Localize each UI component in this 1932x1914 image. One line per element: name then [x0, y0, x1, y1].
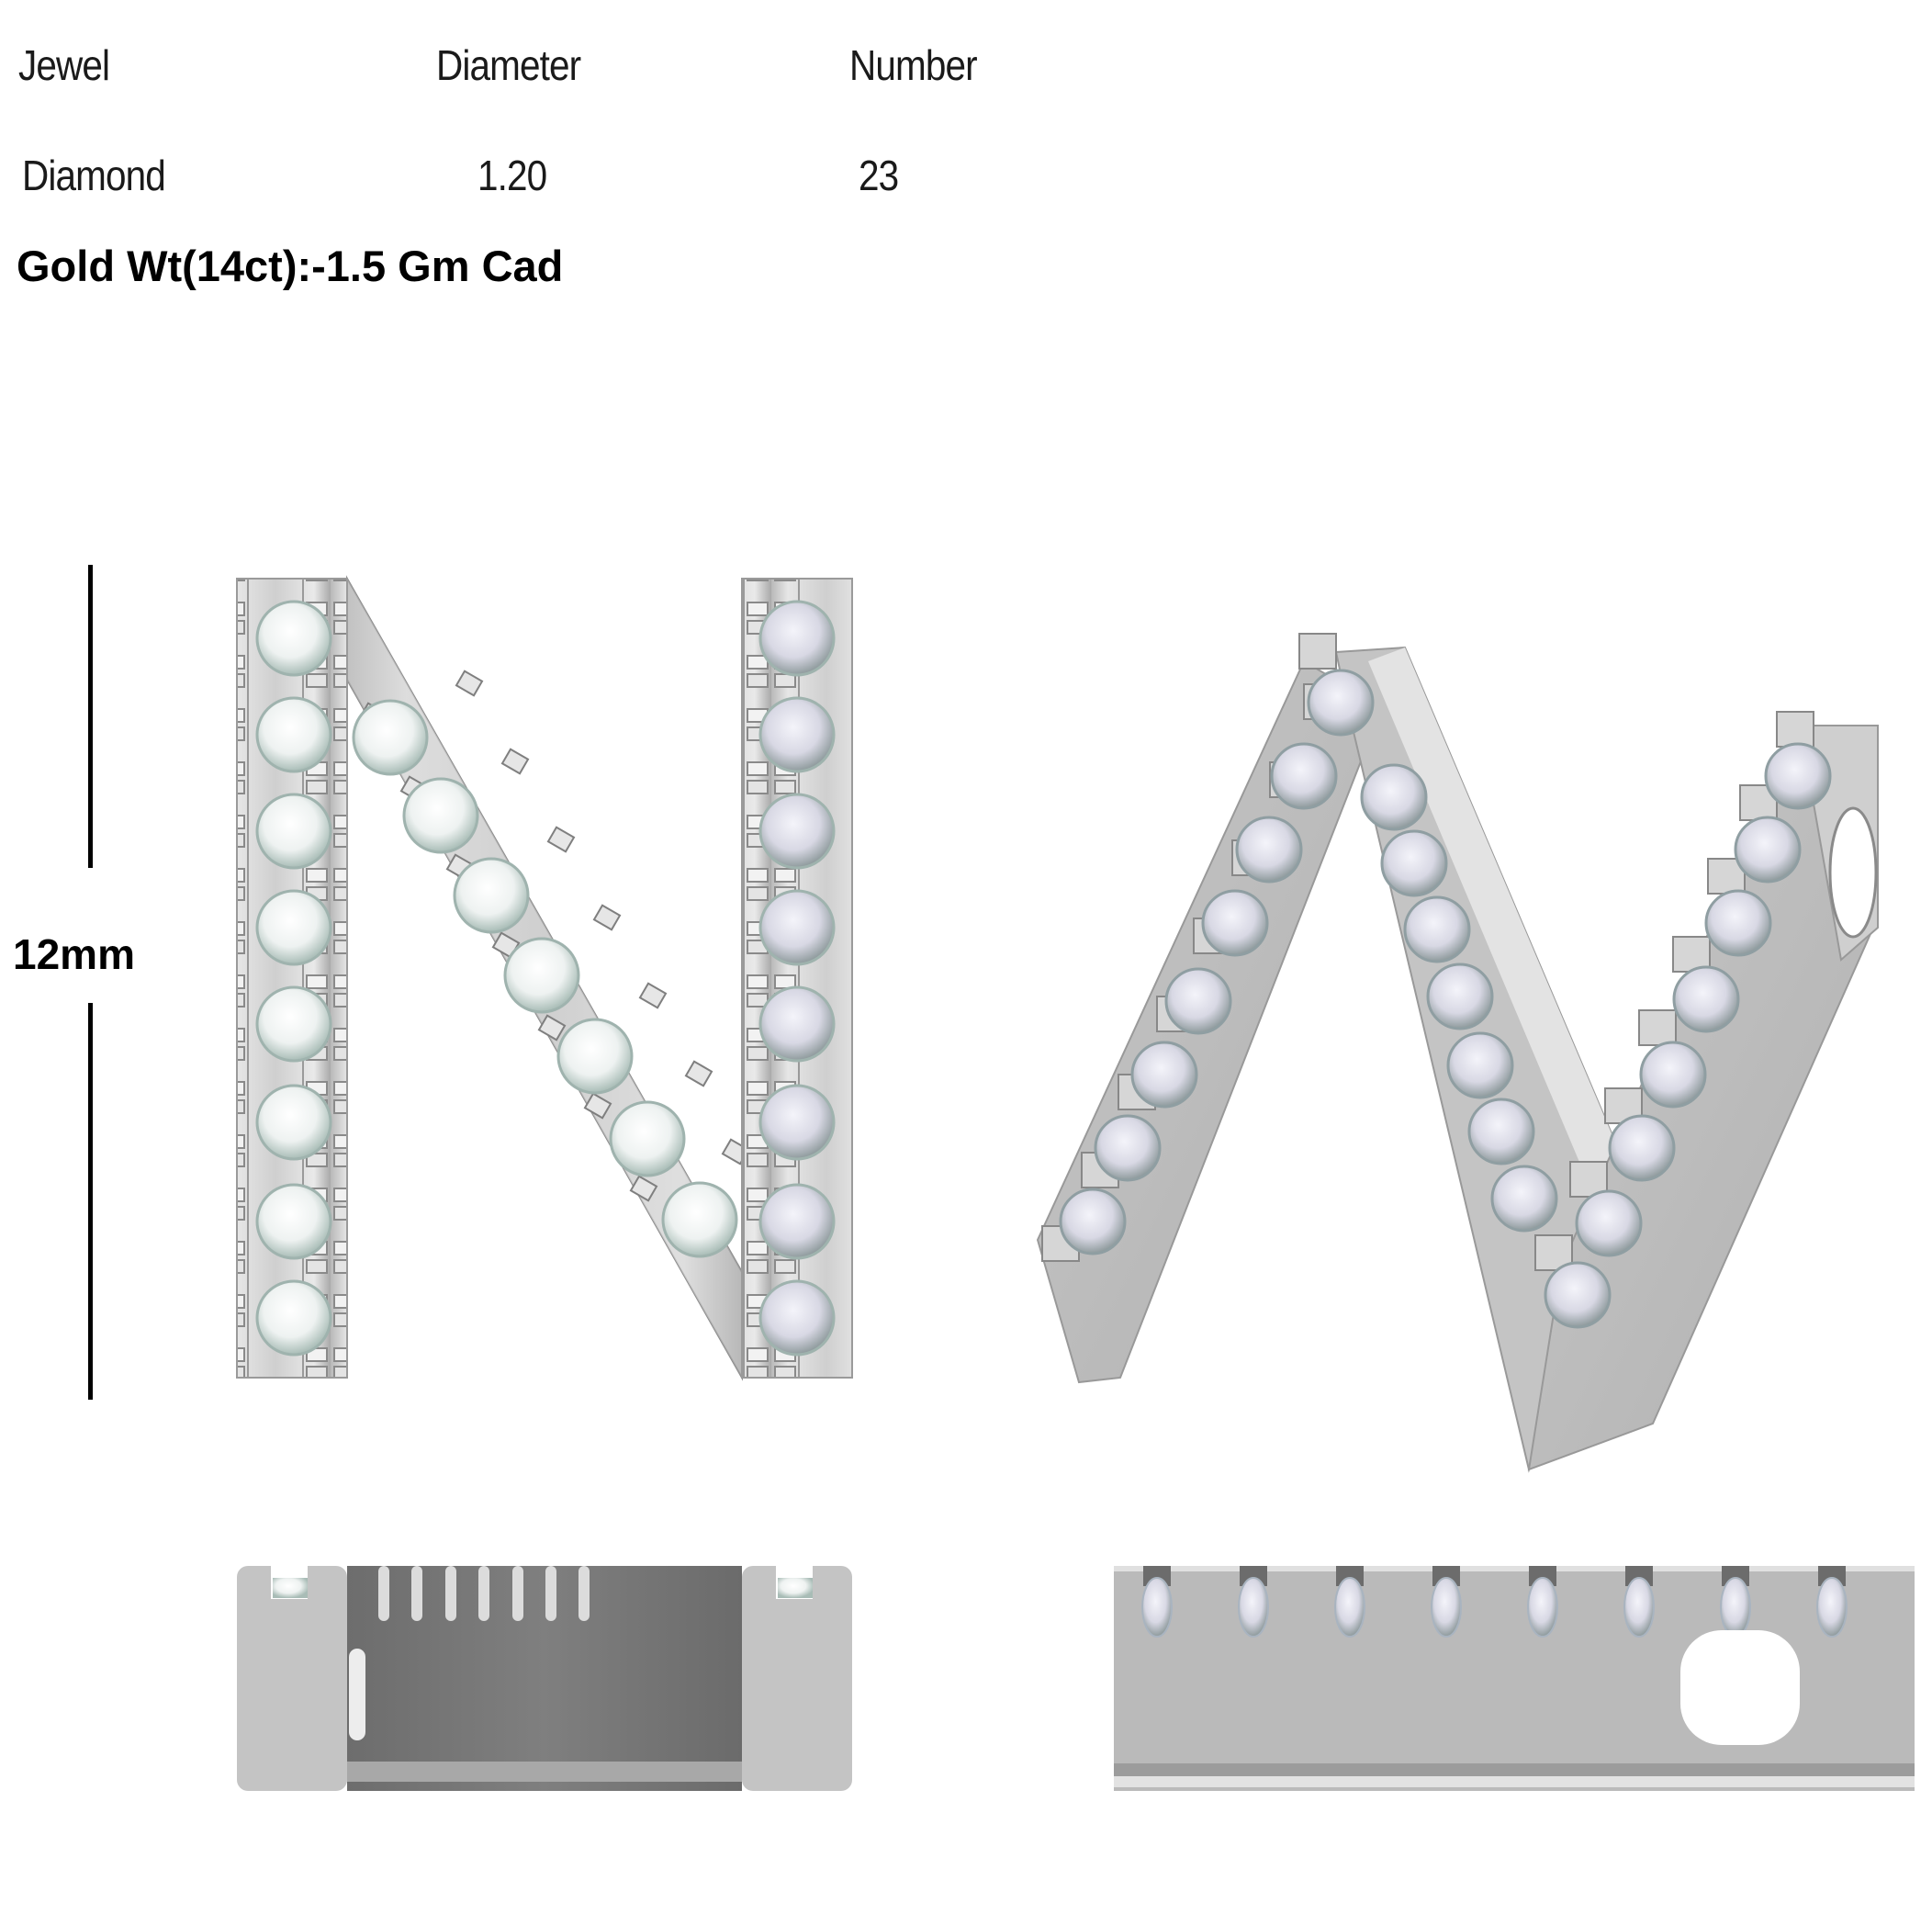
dimension-line-top	[88, 565, 93, 868]
gold-weight-label: Gold Wt(14ct):-1.5 Gm Cad	[17, 242, 564, 290]
side-view	[1114, 1566, 1915, 1791]
bail-hole	[1680, 1630, 1800, 1745]
front-stones-diagonal	[352, 699, 738, 1258]
cell-number: 23	[859, 152, 899, 199]
top-view	[237, 1566, 852, 1791]
header-number: Number	[849, 41, 978, 89]
cell-diameter: 1.20	[477, 152, 547, 199]
perspective-view	[1036, 633, 1880, 1473]
dimension-line-bottom	[88, 1003, 93, 1400]
perspective-stones	[1059, 669, 1832, 1329]
front-view	[236, 575, 853, 1381]
front-stones-right	[758, 600, 836, 1357]
cell-jewel: Diamond	[22, 152, 166, 199]
header-jewel: Jewel	[18, 41, 110, 89]
side-stones	[1141, 1577, 1848, 1638]
header-diameter: Diameter	[436, 41, 581, 89]
dimension-label: 12mm	[13, 930, 135, 978]
front-stones-left	[255, 600, 332, 1357]
